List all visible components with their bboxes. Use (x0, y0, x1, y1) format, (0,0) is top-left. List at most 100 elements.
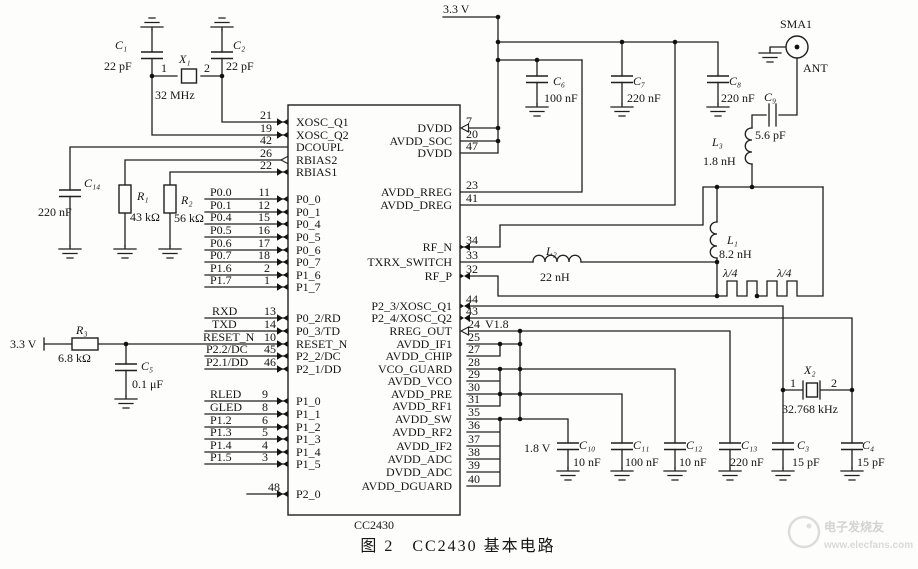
value-C4: 15 pF (857, 455, 885, 469)
ref-C1: C₁ (115, 38, 127, 52)
value-L1: 8.2 nH (719, 247, 752, 261)
ref-R1: R₁ (136, 189, 149, 203)
pin1-X2: 1 (790, 376, 796, 390)
ground-symbol (758, 49, 782, 63)
ref-L2: L₂ (545, 244, 557, 258)
net-label: RLED (210, 387, 242, 401)
chip-pin-name: AVDD_DGUARD (362, 479, 453, 493)
value-C7: 220 nF (627, 91, 661, 105)
label-quarter-wave-2: λ/4 (776, 266, 792, 280)
value-R1: 43 kΩ (130, 210, 160, 224)
pin-number: 24 (468, 317, 480, 331)
pin-number: 1 (264, 273, 270, 287)
net-label: P0.0 (210, 185, 232, 199)
ground-symbol (706, 103, 730, 117)
capacitor-C13-symbol (718, 442, 742, 451)
net-label: P1.6 (210, 261, 232, 275)
ground-symbol (663, 467, 687, 481)
ref-C9: C₉ (764, 90, 776, 104)
chip-pin-name: AVDD_PRE (391, 387, 452, 401)
chip-pin-name: P1_7 (296, 280, 321, 294)
power-labels: 3.3 V 3.3 V 1.8 V (10, 2, 551, 455)
ground-symbol (525, 103, 549, 117)
ground-symbol (210, 17, 234, 31)
wire-antenna-branch (751, 46, 798, 188)
wire-xtal2-network (466, 305, 853, 469)
chip-pin-name: P1_2 (296, 420, 321, 434)
chip-pin-name: P2_1/DD (296, 362, 342, 376)
wire-rbias (124, 159, 289, 247)
pin-number: 25 (468, 330, 480, 344)
chip-pin-name: P2_0 (296, 487, 321, 501)
value-C1: 22 pF (104, 59, 132, 73)
chip-pin-name: AVDD_SOC (390, 134, 452, 148)
ref-C10: C₁₀ (579, 438, 595, 452)
ref-L1: L₁ (726, 233, 738, 247)
value-C6: 100 nF (544, 91, 578, 105)
chip-pin-name: P0_5 (296, 230, 321, 244)
pin-number: 5 (262, 425, 268, 439)
ground-symbol (610, 467, 634, 481)
chip-name: CC2430 (354, 518, 394, 532)
chip-pin-name: P0_6 (296, 243, 321, 257)
chip-pin-name: AVDD_IF2 (396, 439, 452, 453)
chip-pin-name: P2_3/XOSC_Q1 (371, 299, 452, 313)
ref-C6: C₆ (553, 74, 565, 88)
chip-pin-name: AVDD_RF1 (392, 399, 452, 413)
value-C8: 220 nF (721, 91, 755, 105)
pin-number: 12 (258, 198, 270, 212)
pin-number: 47 (466, 139, 478, 153)
pin-number: 38 (468, 445, 480, 459)
pin-number: 11 (258, 185, 270, 199)
pin-number: 29 (468, 367, 480, 381)
pin-number: 13 (264, 304, 276, 318)
pin-numbers-right: 7 20 47 23 41 34 33 32 44 43 24 V1.8 25 … (466, 114, 509, 486)
chip-pin-name: XOSC_Q1 (296, 115, 349, 129)
pin-number: 2 (264, 261, 270, 275)
net-label: RESET_N (203, 330, 255, 344)
net-label: P1.2 (210, 413, 232, 427)
pin-number: 42 (260, 133, 272, 147)
capacitor-C3-symbol (771, 442, 795, 451)
chip-pin-name: TXRX_SWITCH (367, 255, 452, 269)
chip-pin-name: P1_5 (296, 457, 321, 471)
resistor-R3-symbol (71, 337, 99, 351)
ref-X2: X₂ (803, 363, 816, 377)
wire-led-port-lines (204, 400, 289, 495)
chip-pin-name: P0_0 (296, 192, 321, 206)
value-C2: 22 pF (226, 59, 254, 73)
pin-number: 41 (466, 191, 478, 205)
value-R3: 6.8 kΩ (58, 351, 91, 365)
capacitor-C8-symbol (706, 75, 730, 84)
chip-pin-name: P2_2/DC (296, 349, 341, 363)
resistor-R1-symbol (118, 184, 132, 214)
pin-number: 31 (468, 392, 480, 406)
inductor-L3-coil (744, 127, 753, 165)
inductor-L1-coil (709, 221, 718, 259)
chip-pin-name: VCO_GUARD (378, 362, 452, 376)
ground-symbol (114, 395, 138, 409)
pin-number: 17 (258, 236, 270, 250)
ground-symbol (610, 103, 634, 117)
ref-C11: C₁₁ (633, 438, 649, 452)
pin-number: 7 (466, 114, 472, 128)
value-C13: 220 nF (730, 455, 764, 469)
chip-pin-name: DVDD (417, 121, 452, 135)
pin-number: 4 (262, 438, 268, 452)
ground-symbol (58, 245, 82, 259)
value-C5: 0.1 μF (132, 377, 163, 391)
chip-pin-name: AVDD_CHIP (386, 349, 453, 363)
capacitor-C12-symbol (663, 442, 687, 451)
net-label: P1.4 (210, 438, 232, 452)
figure-caption: 图 2 CC2430 基本电路 (360, 537, 555, 555)
value-R2: 56 kΩ (174, 211, 204, 225)
chip-pin-name: AVDD_DREG (380, 198, 452, 212)
wire-reset-rc (43, 337, 289, 397)
pin1-X1: 1 (161, 61, 167, 75)
capacitor-C7-symbol (610, 75, 634, 84)
ref-R2: R₂ (180, 193, 193, 207)
value-C11: 100 nF (625, 455, 659, 469)
capacitor-C6-symbol (525, 75, 549, 84)
value-L3: 1.8 nH (703, 154, 736, 168)
net-label: P1.7 (210, 273, 232, 287)
